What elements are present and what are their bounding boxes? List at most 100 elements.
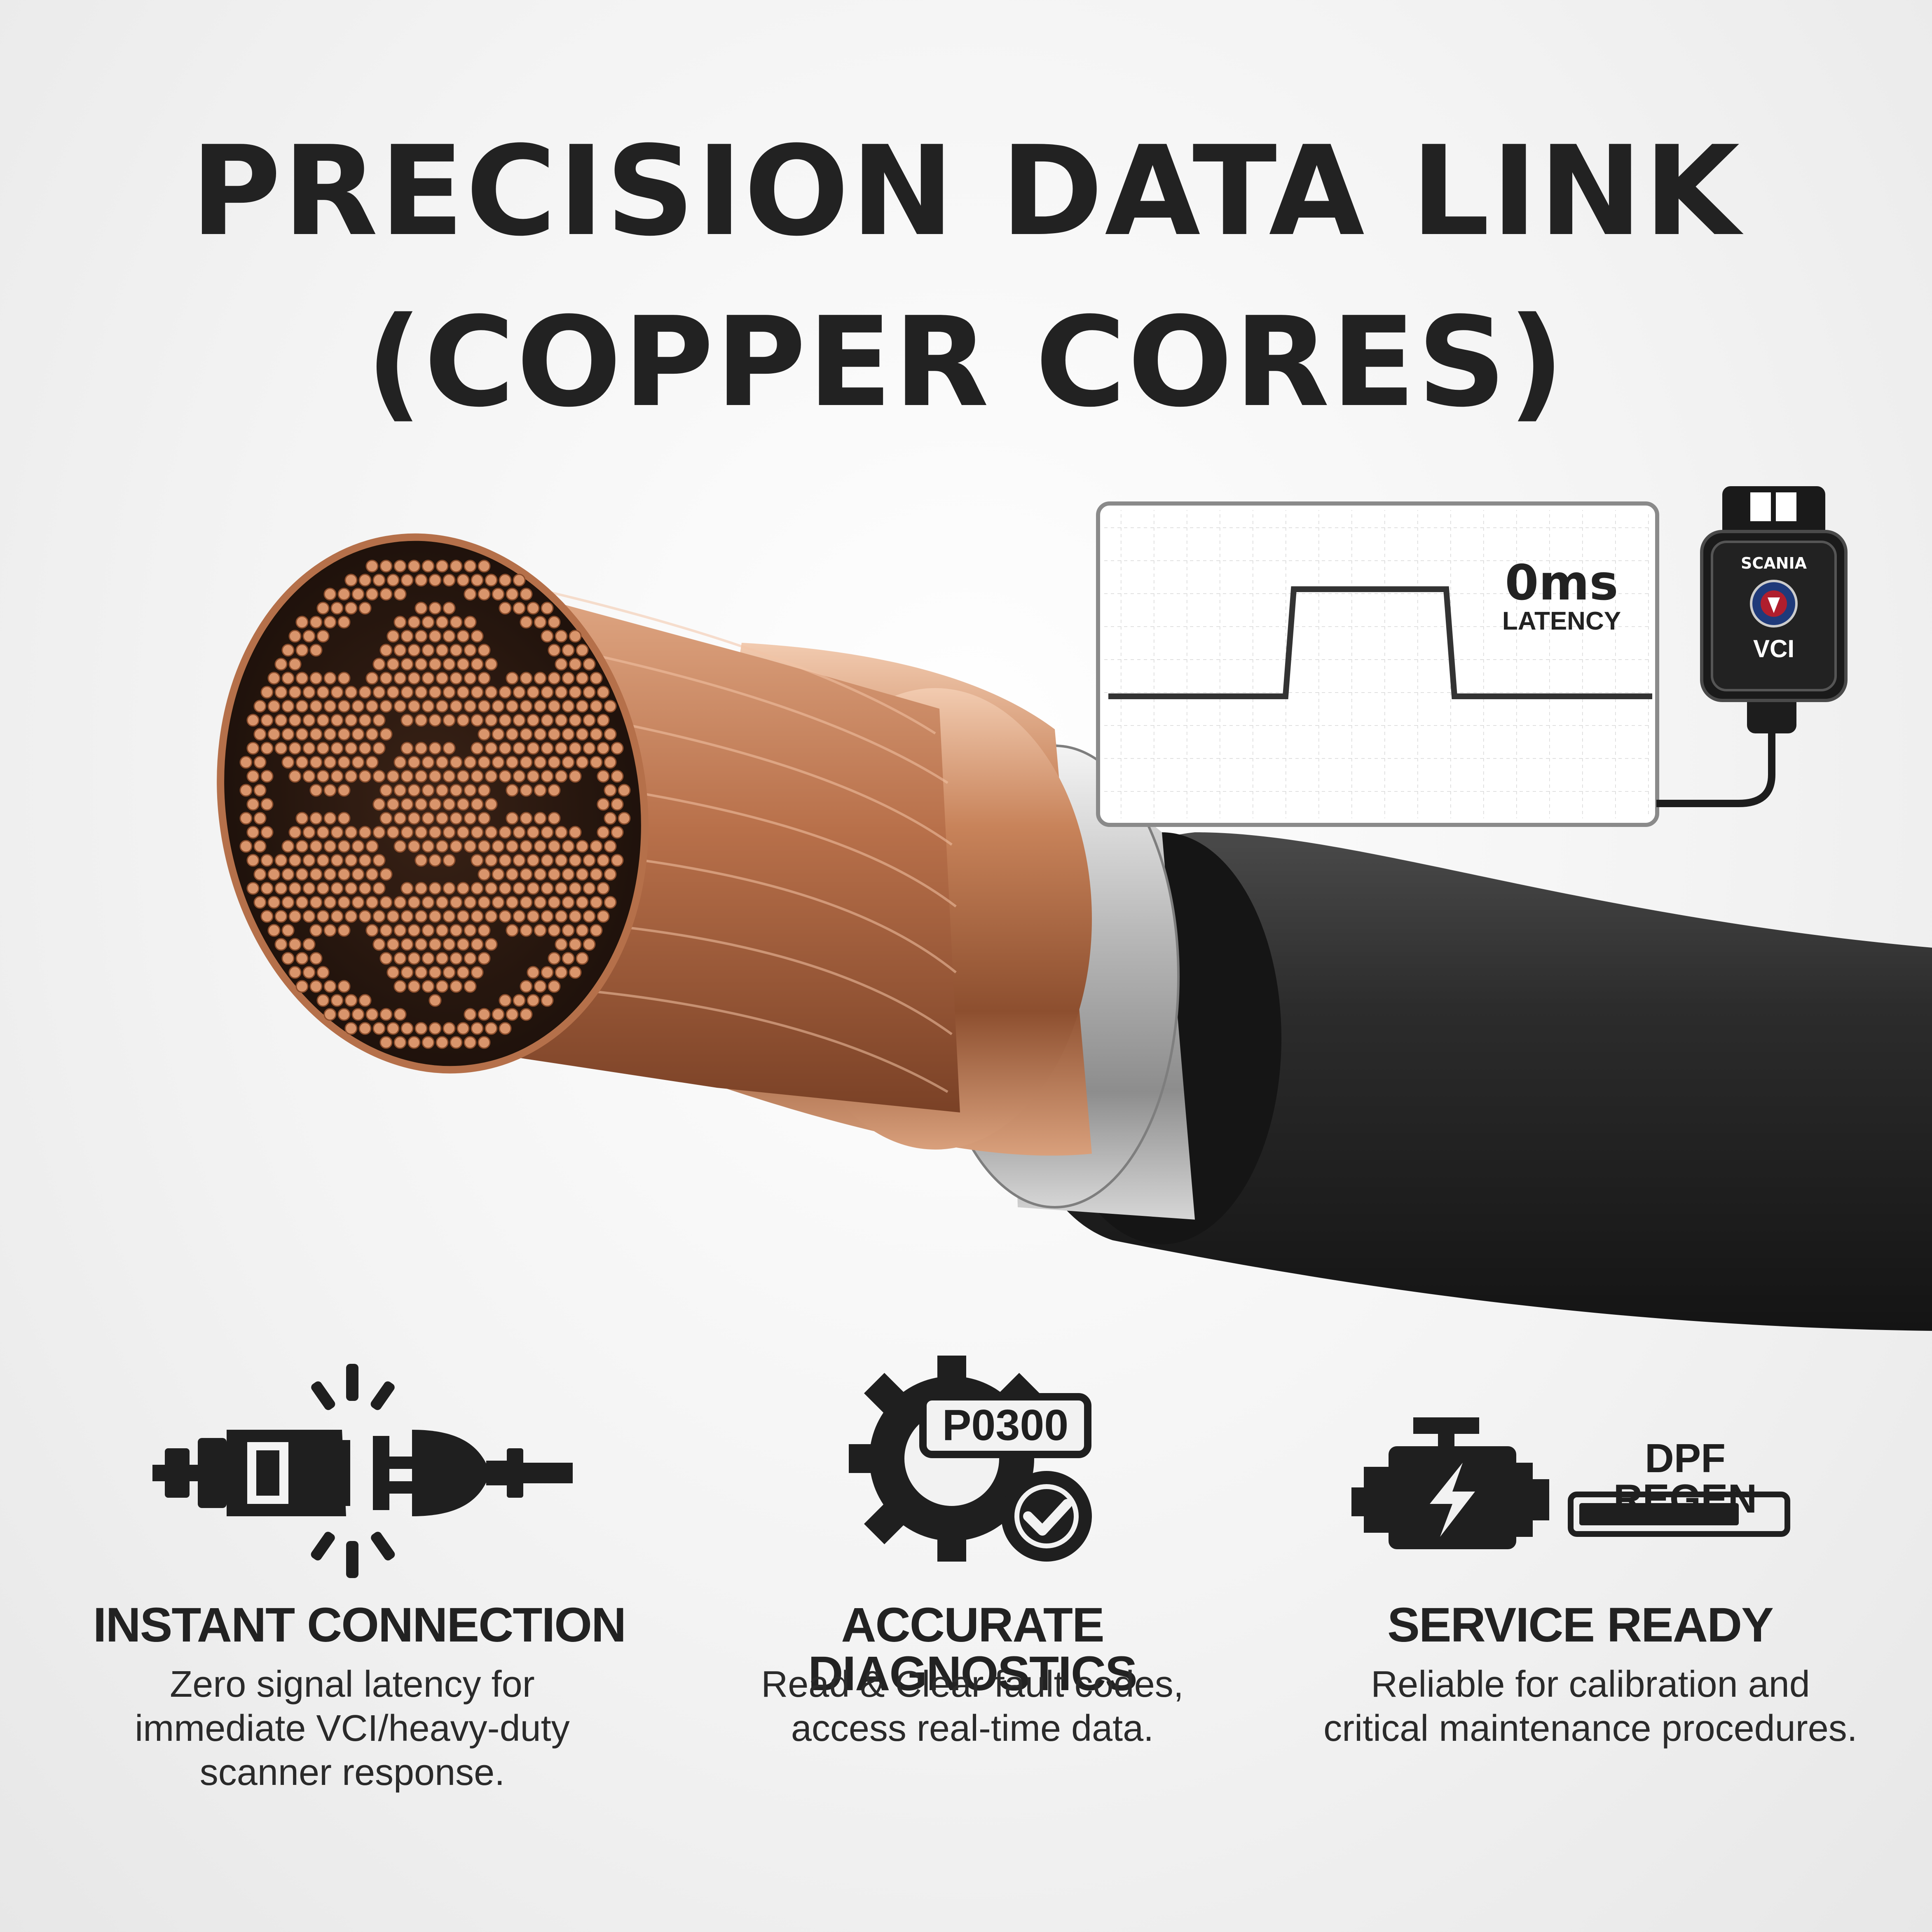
copper-strand-dot <box>379 896 393 909</box>
copper-strand-dot <box>323 588 337 601</box>
copper-strand-dot <box>604 700 617 713</box>
copper-strand-dot <box>309 896 323 909</box>
copper-strand-dot <box>344 602 358 615</box>
copper-strand-dot <box>597 854 610 867</box>
copper-strand-dot <box>471 630 484 643</box>
copper-strand-dot <box>400 686 414 699</box>
copper-strand-dot <box>386 1022 400 1035</box>
copper-strand-dot <box>485 854 498 867</box>
copper-strand-dot <box>471 714 484 727</box>
copper-strand-dot <box>358 770 372 783</box>
copper-strand-dot <box>260 714 274 727</box>
copper-strand-dot <box>295 980 309 993</box>
copper-strand-dot <box>295 700 309 713</box>
strand-dots <box>239 560 631 1049</box>
copper-strand-dot <box>597 770 610 783</box>
copper-strand-dot <box>281 868 295 881</box>
copper-strand-dot <box>288 854 302 867</box>
copper-strand-dot <box>422 700 435 713</box>
copper-strand-dot <box>379 644 393 657</box>
vci-brand: SCANIA <box>1741 554 1807 572</box>
vci-model: VCI <box>1753 635 1794 663</box>
copper-strand-dot <box>295 896 309 909</box>
copper-strand-dot <box>527 602 540 615</box>
copper-strand-dot <box>485 826 498 839</box>
copper-strand-dot <box>499 1022 512 1035</box>
copper-strand-dot <box>393 1008 407 1021</box>
copper-strand-dot <box>527 686 540 699</box>
copper-strand-dot <box>569 882 582 895</box>
copper-strand-dot <box>400 770 414 783</box>
copper-strand-dot <box>351 728 365 741</box>
copper-strand-dot <box>267 672 281 685</box>
copper-strand-dot <box>379 784 393 797</box>
copper-strand-dot <box>464 756 477 769</box>
copper-strand-dot <box>576 924 589 937</box>
copper-strand-dot <box>457 714 470 727</box>
copper-strand-dot <box>541 602 554 615</box>
copper-strand-dot <box>555 742 568 755</box>
copper-strand-dot <box>541 994 554 1007</box>
copper-strand-dot <box>288 938 302 951</box>
copper-strand-dot <box>471 910 484 923</box>
copper-strand-dot <box>457 882 470 895</box>
copper-strand-dot <box>569 630 582 643</box>
copper-strand-dot <box>344 826 358 839</box>
copper-strand-dot <box>562 644 575 657</box>
copper-strand-dot <box>464 1036 477 1049</box>
copper-strand-dot <box>372 910 386 923</box>
desc-line: Zero signal latency for <box>170 1664 535 1705</box>
copper-strand-dot <box>351 756 365 769</box>
copper-strand-dot <box>562 840 575 853</box>
copper-strand-dot <box>436 644 449 657</box>
copper-strand-dot <box>611 798 624 811</box>
copper-strand-dot <box>527 826 540 839</box>
copper-strand-dot <box>393 560 407 573</box>
copper-strand-dot <box>506 700 519 713</box>
copper-strand-dot <box>358 994 372 1007</box>
copper-strand-dot <box>548 756 561 769</box>
feature-title-accurate-diagnostics: ACCURATE DIAGNOSTICS <box>808 1598 1138 1701</box>
copper-strand-dot <box>457 910 470 923</box>
copper-strand-dot <box>288 658 302 671</box>
copper-strand-dot <box>478 728 491 741</box>
copper-strand-dot <box>393 644 407 657</box>
copper-strand-dot <box>316 826 330 839</box>
copper-strand-dot <box>436 784 449 797</box>
copper-strand-dot <box>309 812 323 825</box>
copper-strand-dot <box>330 854 344 867</box>
feature-desc-instant-connection: Zero signal latency for immediate VCI/he… <box>64 1663 641 1795</box>
copper-strand-dot <box>429 686 442 699</box>
copper-strand-dot <box>513 994 526 1007</box>
copper-strand-dot <box>464 840 477 853</box>
copper-strand-dot <box>274 910 288 923</box>
gear-check-icon: P0300 <box>849 1356 1092 1562</box>
copper-strand-dot <box>534 840 547 853</box>
copper-strand-dot <box>506 868 519 881</box>
copper-strand-dot <box>450 784 463 797</box>
copper-strand-dot <box>562 868 575 881</box>
copper-strand-dot <box>330 910 344 923</box>
copper-strand-dot <box>478 924 491 937</box>
copper-strand-dot <box>337 672 351 685</box>
copper-strand-dot <box>323 924 337 937</box>
copper-strand-dot <box>365 840 379 853</box>
copper-strand-dot <box>520 672 533 685</box>
copper-strand-dot <box>288 826 302 839</box>
copper-strand-dot <box>386 574 400 587</box>
copper-strand-dot <box>478 560 491 573</box>
copper-strand-dot <box>506 1008 519 1021</box>
copper-strand-dot <box>260 686 274 699</box>
copper-strand-dot <box>506 588 519 601</box>
copper-strand-dot <box>450 840 463 853</box>
copper-strand-dot <box>386 686 400 699</box>
copper-strand-dot <box>295 868 309 881</box>
copper-strand-dot <box>372 798 386 811</box>
scania-griffin-logo <box>1750 580 1798 628</box>
copper-strand-dot <box>274 658 288 671</box>
copper-strand-dot <box>541 742 554 755</box>
copper-strand-dot <box>464 644 477 657</box>
copper-strand-dot <box>323 616 337 629</box>
copper-strand-dot <box>422 1036 435 1049</box>
copper-strand-dot <box>429 1022 442 1035</box>
